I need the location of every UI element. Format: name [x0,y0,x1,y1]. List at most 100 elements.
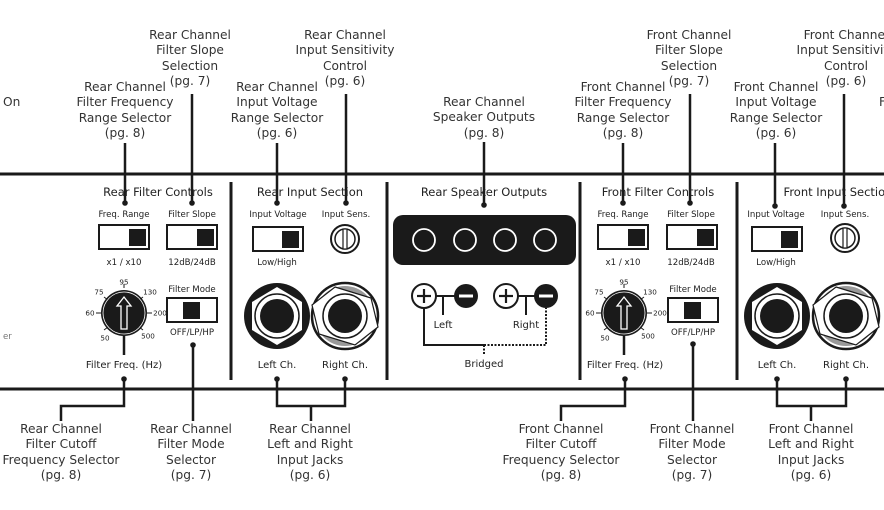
leader-dot [189,200,195,206]
front-filter-title: Front Filter Controls [601,185,715,199]
callout-line: Filter Cutoff [25,437,97,452]
speaker-bridged-label: Bridged [464,359,504,370]
rear-filter-title: Rear Filter Controls [103,185,213,199]
callout-line: Rear Channel [236,80,318,94]
knob-tick-label: 500 [141,331,155,341]
callout-line: Front Channel [580,80,666,94]
callout-line: Selector [666,452,718,467]
rear-input-title: Rear Input Section [256,185,364,199]
callout-rear-input-jacks: Rear Channel Left and Right Input Jacks … [267,422,353,484]
callout-line: Rear Channel [150,422,232,436]
rear-filter-slope-switch [166,224,218,250]
callout-front-filter-cutoff: Front Channel Filter Cutoff Frequency Se… [503,422,620,484]
front-freq-range-options: x1 / x10 [605,258,641,268]
knob-tick-label: 95 [619,277,629,287]
front-input-voltage-label: Input Voltage [747,210,805,220]
callout-front-filter-slope: Front Channel Filter Slope Selection (pg… [647,28,732,90]
callout-line: Selector [165,452,217,467]
front-input-voltage-switch [751,226,803,252]
leader-line [275,379,347,408]
rear-freq-range-switch [98,224,150,250]
knob-tick-label: 95 [119,277,129,287]
callout-line: Left and Right [768,437,854,452]
knob-tick-label: 60 [85,308,95,318]
callout-rear-input-voltage: Rear Channel Input Voltage Range Selecto… [231,80,324,142]
callout-line: Frequency Selector [502,452,620,467]
callout-line: Range Selector [230,110,324,125]
front-right-jack-label: Right Ch. [822,360,870,371]
rear-speaker-terminal-block [393,215,576,265]
leader-dot [772,203,778,209]
rear-speaker-title: Rear Speaker Outputs [420,185,548,199]
callout-line: Range Selector [576,110,670,125]
leader-dot [343,200,349,206]
front-input-title: Front Input Section [783,185,884,199]
callout-line: Frequency Selector [2,452,120,467]
front-filter-freq-label: Filter Freq. (Hz) [586,360,664,371]
rear-freq-range-options: x1 / x10 [106,258,142,268]
leader-line [59,379,126,421]
knob-tick-label: 75 [594,287,604,297]
rear-left-jack-label: Left Ch. [257,360,297,371]
front-input-sens-label: Input Sens. [820,210,870,220]
knob-tick-label: 200 [653,308,667,318]
front-right-input-jack [811,281,881,351]
rear-filter-mode-label: Filter Mode [168,285,216,295]
callout-line: Control [322,58,368,73]
callout-line: Rear Channel [443,95,525,109]
callout-line: Front Channel [646,28,732,42]
callout-line: Control [823,58,869,73]
front-filter-slope-label: Filter Slope [667,210,715,220]
callout-rear-filter-freq-range: Rear Channel Filter Frequency Range Sele… [76,80,173,142]
rear-input-sens-knob [330,224,360,254]
callout-line: (pg. 6) [324,74,366,89]
callout-line: Input Sensitivity [796,43,884,58]
front-filter-mode-label: Filter Mode [669,285,717,295]
callout-line: (pg. 7) [668,74,710,89]
callout-line: (pg. 6) [790,468,832,483]
callout-front-input-sensitivity: Front Channel Input Sensitivity Control … [797,28,884,90]
callout-line: (pg. 8) [540,468,582,483]
callout-front-filter-mode: Front Channel Filter Mode Selector (pg. … [650,422,735,484]
callout-line: Filter Frequency [76,95,174,110]
edge-fragment: er [3,332,12,342]
callout-rear-filter-mode: Rear Channel Filter Mode Selector (pg. 7… [150,422,232,484]
callout-line: Speaker Outputs [432,110,536,125]
knob-tick-label: 200 [153,308,167,318]
callout-line: (pg. 6) [289,468,331,483]
leader-line [559,379,627,421]
callout-line: Rear Channel [269,422,351,436]
callout-line: (pg. 8) [602,126,644,141]
callout-line: Rear Channel [149,28,231,42]
callout-front-filter-freq-range: Front Channel Filter Frequency Range Sel… [574,80,671,142]
callout-line: (pg. 7) [671,468,713,483]
rear-filter-freq-label: Filter Freq. (Hz) [85,360,163,371]
knob-tick-label: 75 [94,287,104,297]
callout-line: Front Channel [733,80,819,94]
leader-dot [841,203,847,209]
rear-filter-slope-options: 12dB/24dB [168,258,216,268]
callout-rear-speaker-outputs: Rear Channel Speaker Outputs (pg. 8) [433,95,535,141]
knob-tick-label: 130 [643,287,657,297]
front-filter-freq-knob [596,284,652,355]
callout-line: Input Jacks [276,452,344,467]
knob-tick-label: 60 [585,308,595,318]
callout-line: Filter Cutoff [525,437,597,452]
rear-input-voltage-switch [252,226,304,252]
rear-filter-slope-label: Filter Slope [168,210,216,220]
callout-line: Filter Mode [157,437,225,452]
rear-freq-range-label: Freq. Range [98,210,150,220]
callout-line: Input Sensitivity [295,43,395,58]
callout-line: Selection [660,58,718,73]
rear-input-voltage-options: Low/High [257,258,297,268]
leader-dot [687,200,693,206]
callout-line: Filter Mode [658,437,726,452]
front-freq-range-switch [597,224,649,250]
front-freq-range-label: Freq. Range [597,210,649,220]
callout-front-input-jacks: Front Channel Left and Right Input Jacks… [768,422,854,484]
front-filter-mode-options: OFF/LP/HP [670,328,716,338]
callout-line: Front Channel [518,422,604,436]
callout-line: (pg. 6) [825,74,867,89]
leader-dot [122,200,128,206]
